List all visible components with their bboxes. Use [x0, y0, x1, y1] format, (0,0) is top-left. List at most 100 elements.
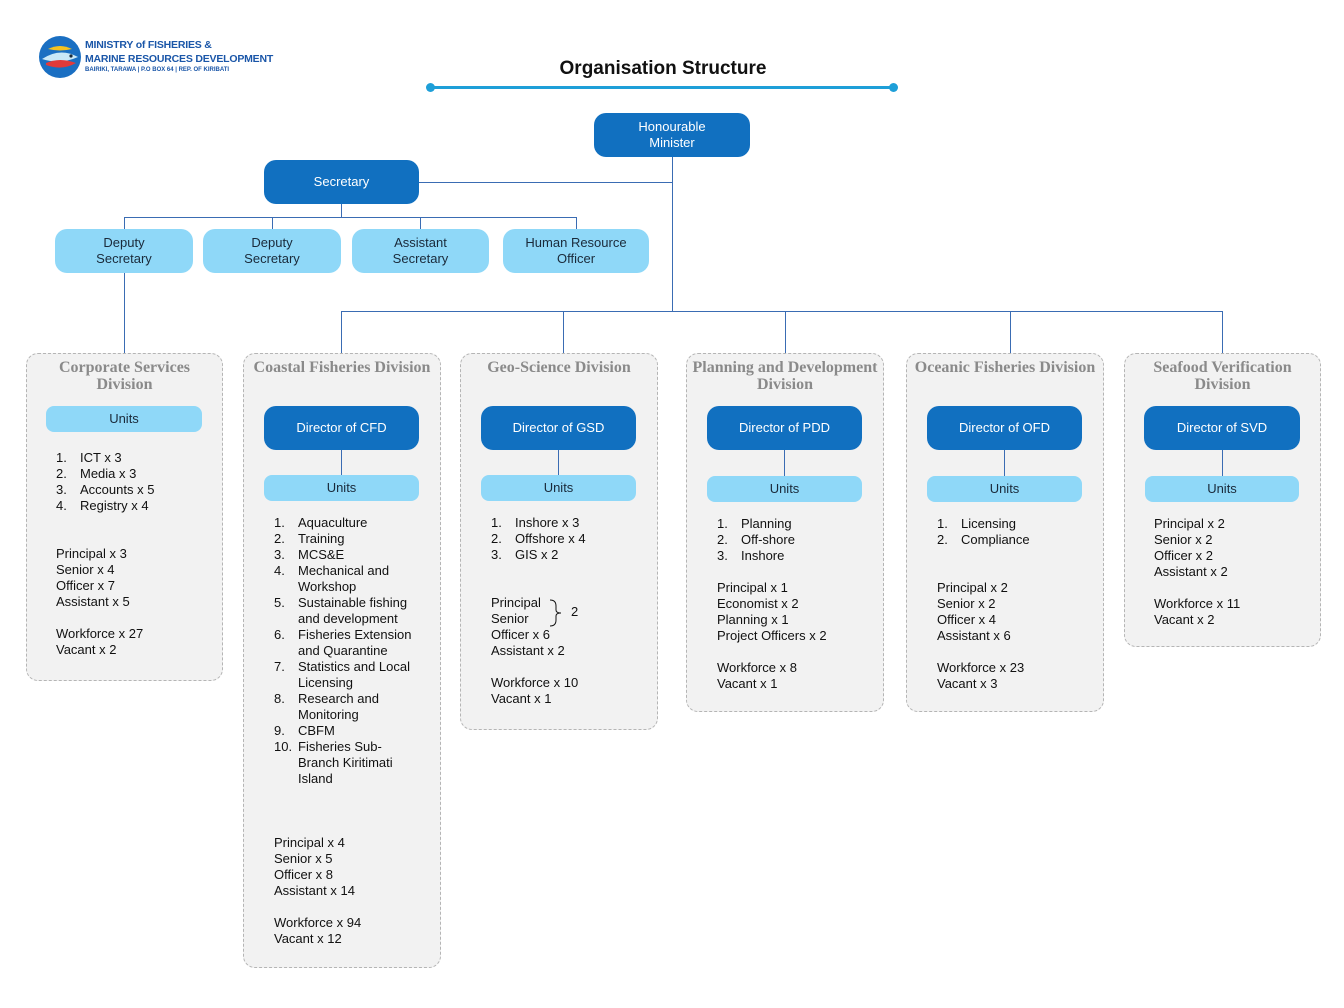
gsd-brace-items: Principal Senior	[491, 595, 541, 627]
vacant-line: Vacant x 2	[1154, 612, 1215, 627]
csd-staffing: Principal x 3 Senior x 4 Officer x 7 Ass…	[56, 546, 143, 658]
staff-line: Principal x 4	[274, 835, 345, 850]
title-underline-dot-right	[889, 83, 898, 92]
staff-line: Senior	[491, 611, 529, 626]
connector-svd	[1222, 311, 1223, 354]
staff-line: Assistant x 5	[56, 594, 130, 609]
connector-minister-trunk	[672, 156, 673, 312]
gsd-director-box: Director of GSD	[481, 406, 636, 450]
list-item: 1.Inshore x 3	[491, 515, 580, 530]
gsd-director-units-connector	[558, 450, 559, 476]
title-underline	[430, 86, 894, 89]
svd-director-units-connector	[1222, 450, 1223, 477]
connector-staff-4	[576, 217, 577, 230]
list-item: 3.Inshore	[717, 548, 785, 563]
list-item: 8.Research and Monitoring	[274, 691, 379, 722]
list-item: 6.Fisheries Extension and Quarantine	[274, 627, 412, 658]
gsd-title: Geo-Science Division	[487, 359, 631, 376]
list-item: 7.Statistics and Local Licensing	[274, 659, 411, 690]
vacant-line: Vacant x 12	[274, 931, 342, 946]
svd-staffing: Principal x 2 Senior x 2 Officer x 2 Ass…	[1154, 516, 1240, 628]
workforce-line: Workforce x 11	[1154, 596, 1241, 611]
ofd-units-list: 1.Licensing 2.Compliance	[937, 516, 1087, 548]
connector-secretary-minister	[418, 182, 672, 183]
cfd-units-bar: Units	[264, 475, 419, 501]
ofd-staffing: Principal x 2 Senior x 2 Officer x 4 Ass…	[937, 580, 1024, 692]
workforce-line: Workforce x 10	[491, 675, 579, 690]
page-title: Organisation Structure	[559, 58, 767, 79]
list-item: 3.MCS&E	[274, 547, 345, 562]
cfd-staffing: Principal x 4 Senior x 5 Officer x 8 Ass…	[274, 835, 361, 947]
staff-line: Principal x 3	[56, 546, 127, 561]
title-underline-dot-left	[426, 83, 435, 92]
logo-text-line-3: BAIRIKI, TARAWA | P.O BOX 64 | REP. OF K…	[85, 67, 230, 73]
connector-staff-1	[124, 217, 125, 230]
list-item: 4.Registry x 4	[56, 498, 149, 513]
connector-division-bus	[341, 311, 1223, 312]
workforce-line: Workforce x 8	[717, 660, 797, 675]
staff-line: Principal	[491, 595, 541, 610]
staff-line: Principal x 1	[717, 580, 788, 595]
csd-title: Corporate Services Division	[58, 359, 191, 393]
staff-line: Officer x 4	[937, 612, 997, 627]
list-item: 1.Planning	[717, 516, 792, 531]
pdd-staffing: Principal x 1 Economist x 2 Planning x 1…	[717, 580, 827, 692]
list-item: 2.Training	[274, 531, 345, 546]
vacant-line: Vacant x 1	[717, 676, 778, 691]
staff-line: Officer x 6	[491, 627, 551, 642]
hr-officer-box: Human Resource Officer	[503, 229, 649, 273]
ofd-director-box: Director of OFD	[927, 406, 1082, 450]
pdd-units-bar: Units	[707, 476, 862, 502]
connector-staff-bus	[124, 217, 577, 218]
connector-pdd	[785, 311, 786, 354]
gsd-units-list: 1.Inshore x 3 2.Offshore x 4 3.GIS x 2	[491, 515, 641, 563]
ofd-title: Oceanic Fisheries Division	[914, 359, 1096, 376]
vacant-line: Vacant x 3	[937, 676, 998, 691]
ofd-units-bar: Units	[927, 476, 1082, 502]
pdd-director-units-connector	[784, 450, 785, 477]
staff-line: Assistant x 2	[491, 643, 565, 658]
list-item: 5.Sustainable fishing and development	[274, 595, 408, 626]
staff-line: Principal x 2	[937, 580, 1008, 595]
workforce-line: Workforce x 27	[56, 626, 144, 641]
svd-title: Seafood Verification Division	[1153, 359, 1292, 393]
secretary-box: Secretary	[264, 160, 419, 204]
list-item: 2.Compliance	[937, 532, 1030, 547]
list-item: 9.CBFM	[274, 723, 335, 738]
minister-box: Honourable Minister	[594, 113, 750, 157]
staff-line: Assistant x 6	[937, 628, 1011, 643]
staff-line: Assistant x 14	[274, 883, 355, 898]
connector-gsd	[563, 311, 564, 354]
cfd-director-units-connector	[341, 450, 342, 476]
list-item: 2.Offshore x 4	[491, 531, 586, 546]
staff-line: Officer x 7	[56, 578, 116, 593]
connector-deputy-csd	[124, 273, 125, 354]
ministry-logo-emblem	[38, 35, 82, 79]
connector-ofd	[1010, 311, 1011, 354]
cfd-director-box: Director of CFD	[264, 406, 419, 450]
csd-units-bar: Units	[46, 406, 202, 432]
list-item: 3.Accounts x 5	[56, 482, 155, 497]
staff-line: Senior x 4	[56, 562, 115, 577]
svd-units-bar: Units	[1145, 476, 1299, 502]
csd-units-list: 1.ICT x 3 2.Media x 3 3.Accounts x 5 4.R…	[56, 450, 216, 514]
list-item: 1.Licensing	[937, 516, 1016, 531]
staff-line: Officer x 2	[1154, 548, 1214, 563]
connector-secretary-down	[341, 204, 342, 218]
workforce-line: Workforce x 23	[937, 660, 1025, 675]
list-item: 10.Fisheries Sub-Branch Kiritimati Islan…	[274, 739, 393, 786]
assistant-secretary-box: Assistant Secretary	[352, 229, 489, 273]
gsd-units-bar: Units	[481, 475, 636, 501]
list-item: 2.Off-shore	[717, 532, 795, 547]
gsd-staffing: Officer x 6 Assistant x 2 Workforce x 10…	[491, 627, 578, 707]
staff-line: Senior x 5	[274, 851, 333, 866]
list-item: 4.Mechanical and Workshop	[274, 563, 390, 594]
connector-staff-3	[420, 217, 421, 230]
logo-text-line-1: MINISTRY of FISHERIES &	[85, 39, 212, 51]
connector-cfd	[341, 311, 342, 354]
staff-line: Officer x 8	[274, 867, 334, 882]
list-item: 2.Media x 3	[56, 466, 137, 481]
staff-line: Planning x 1	[717, 612, 789, 627]
staff-line: Project Officers x 2	[717, 628, 827, 643]
ofd-director-units-connector	[1004, 450, 1005, 477]
